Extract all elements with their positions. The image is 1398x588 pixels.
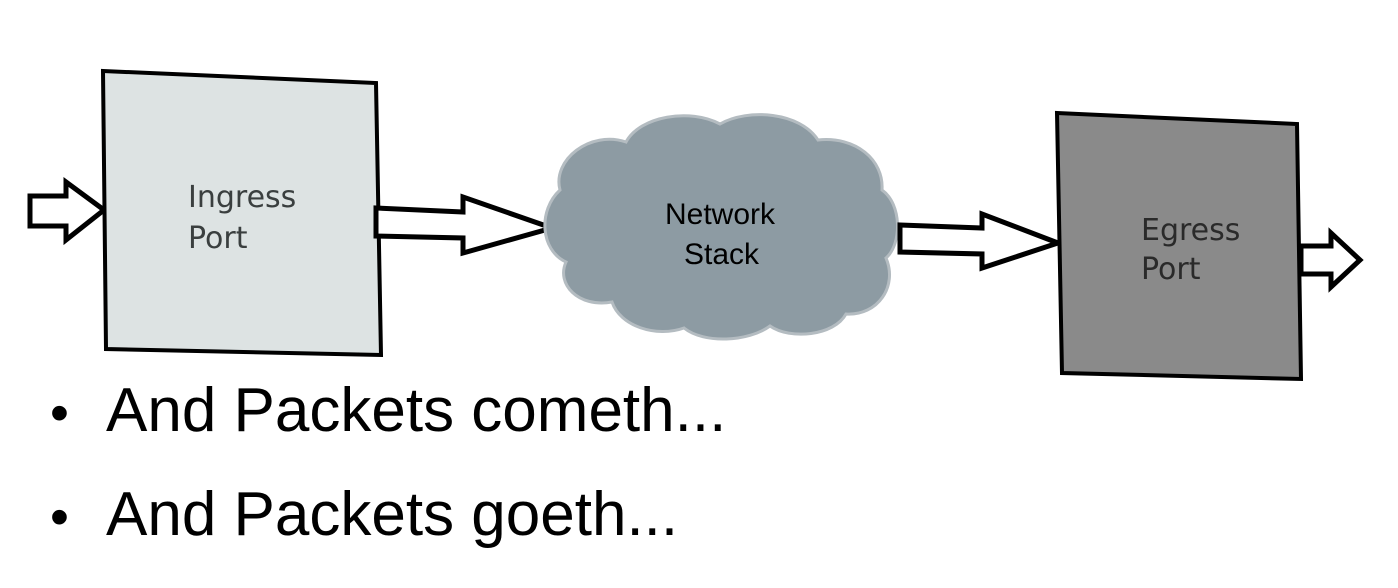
ingress-port-label-line2: Port [188,221,248,256]
outgoing-arrow [1298,227,1364,293]
ingress-port-box [100,68,384,358]
network-stack-cloud [543,113,899,341]
bullet-text: And Packets goeth... [106,480,679,549]
network-stack-label-line2: Stack [684,238,760,271]
egress-port-label-line2: Port [1141,252,1201,287]
bullet-list: • And Packets cometh... • And Packets goet… [50,368,726,576]
egress-port-box [1054,110,1304,382]
arrow-stack-to-egress [897,210,1066,272]
bullet-marker: • [50,383,69,443]
bullet-marker: • [50,487,69,547]
bullet-text: And Packets cometh... [106,376,727,445]
network-stack-label-line1: Network [665,198,776,231]
bullet-item: • And Packets cometh... [50,368,726,472]
egress-port-label-line1: Egress [1141,213,1240,248]
ingress-port-label-line1: Ingress [188,180,296,215]
arrow-ingress-to-stack [373,193,561,257]
incoming-arrow [27,177,109,246]
bullet-item: • And Packets goeth... [50,472,726,576]
